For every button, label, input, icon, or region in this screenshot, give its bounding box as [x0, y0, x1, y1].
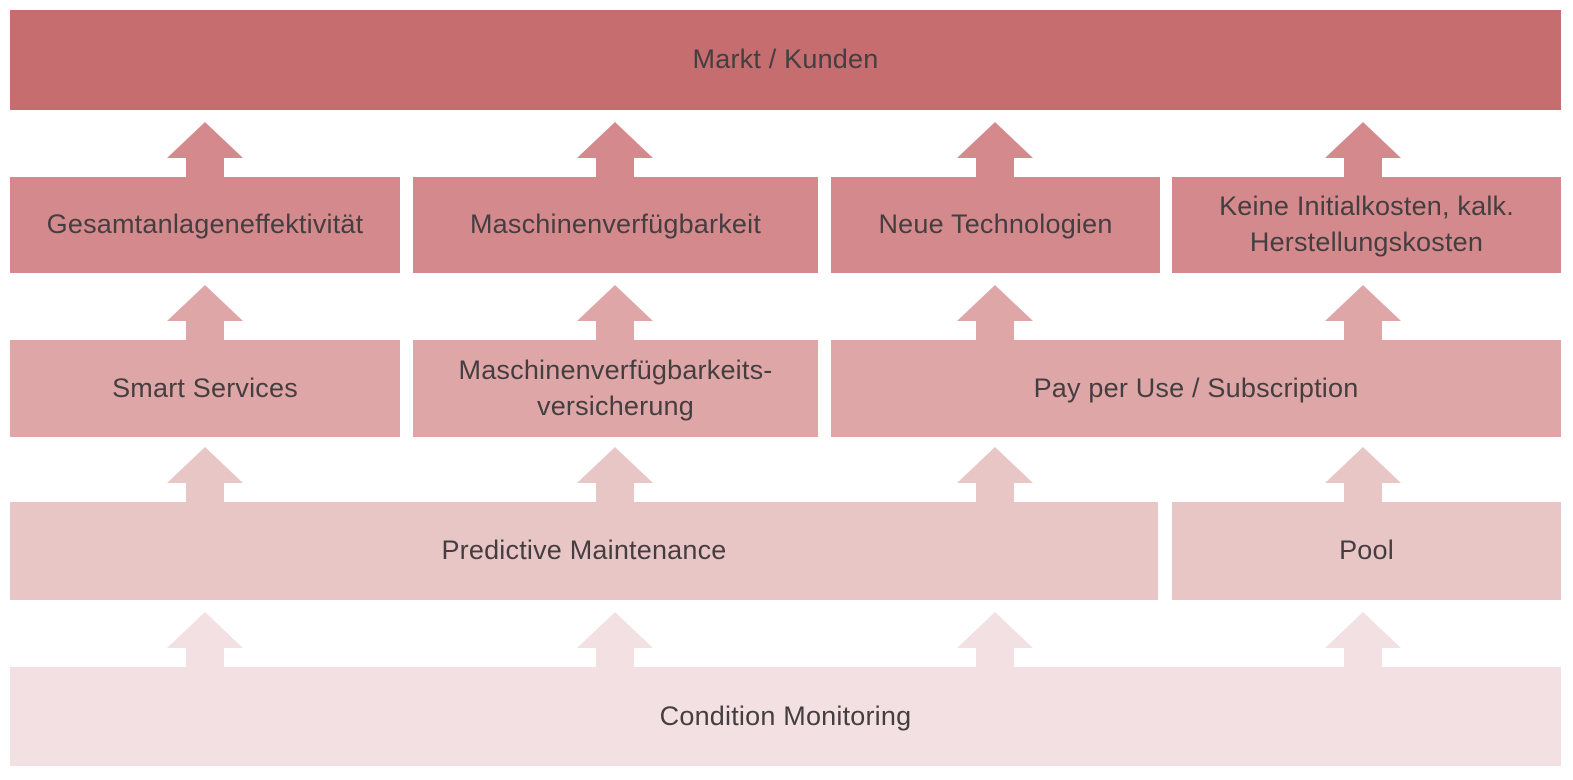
arrow-up-shape: [1325, 122, 1401, 177]
box-predictive-maintenance: Predictive Maintenance: [10, 502, 1158, 600]
arrow-up-shape: [577, 612, 653, 667]
arrow-up-icon: [167, 447, 243, 502]
arrow-up-icon: [1325, 447, 1401, 502]
arrow-up-icon: [577, 447, 653, 502]
arrow-up-shape: [957, 447, 1033, 502]
arrow-up-shape: [957, 122, 1033, 177]
box-keine-initialkosten: Keine Initialkosten, kalk. Herstellungsk…: [1172, 177, 1561, 273]
arrow-up-icon: [167, 612, 243, 667]
box-pay-per-use-subscription: Pay per Use / Subscription: [831, 340, 1561, 437]
arrow-up-icon: [577, 612, 653, 667]
arrow-up-shape: [577, 122, 653, 177]
arrow-up-shape: [1325, 285, 1401, 340]
arrow-up-icon: [1325, 122, 1401, 177]
arrow-up-icon: [957, 122, 1033, 177]
arrow-up-icon: [957, 612, 1033, 667]
arrow-up-shape: [1325, 447, 1401, 502]
arrow-up-icon: [577, 122, 653, 177]
arrow-up-shape: [1325, 612, 1401, 667]
box-pool: Pool: [1172, 502, 1561, 600]
arrow-up-shape: [167, 612, 243, 667]
box-maschinenverfuegbarkeitsversicherung: Maschinenverfügbarkeits- versicherung: [413, 340, 818, 437]
arrow-up-shape: [167, 122, 243, 177]
box-markt-kunden: Markt / Kunden: [10, 10, 1561, 110]
box-condition-monitoring: Condition Monitoring: [10, 667, 1561, 766]
arrow-up-icon: [577, 285, 653, 340]
arrow-up-shape: [577, 447, 653, 502]
arrow-up-shape: [167, 447, 243, 502]
arrow-up-shape: [577, 285, 653, 340]
box-gesamtanlageneffektivitaet: Gesamtanlageneffektivität: [10, 177, 400, 273]
arrow-up-shape: [957, 612, 1033, 667]
box-neue-technologien: Neue Technologien: [831, 177, 1160, 273]
arrow-up-shape: [957, 285, 1033, 340]
box-maschinenverfuegbarkeit: Maschinenverfügbarkeit: [413, 177, 818, 273]
arrow-up-icon: [1325, 285, 1401, 340]
arrow-up-icon: [167, 122, 243, 177]
arrow-up-icon: [957, 285, 1033, 340]
arrow-up-icon: [167, 285, 243, 340]
arrow-up-shape: [167, 285, 243, 340]
arrow-up-icon: [957, 447, 1033, 502]
arrow-up-icon: [1325, 612, 1401, 667]
box-smart-services: Smart Services: [10, 340, 400, 437]
